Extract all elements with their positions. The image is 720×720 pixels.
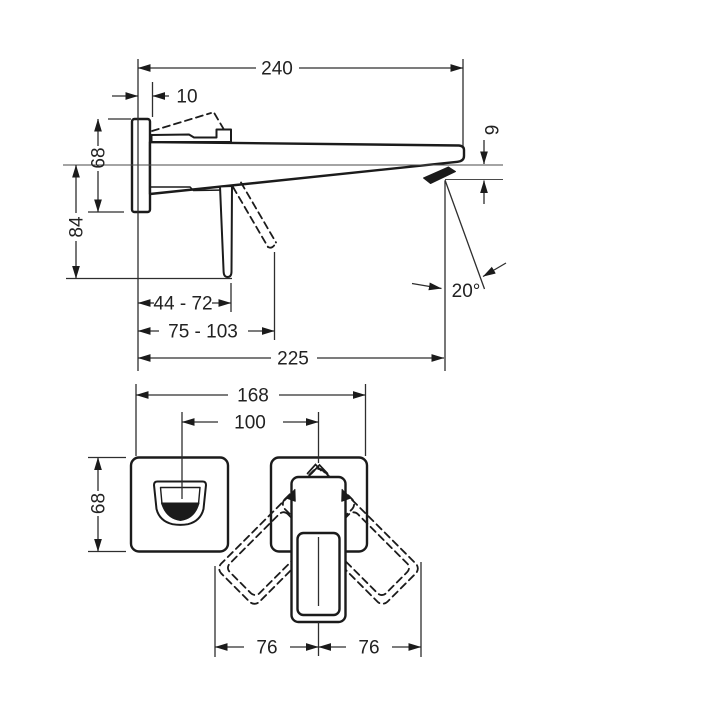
aerator-nozzle <box>423 166 456 184</box>
lever-open-dashed-edge <box>213 112 227 134</box>
dim-240: 240 <box>137 59 464 80</box>
dim-168-label: 168 <box>237 386 269 407</box>
dim-76-right: 76 <box>318 638 422 659</box>
spout-aperture-rim <box>159 486 201 505</box>
dim-68-side-label: 68 <box>89 147 110 168</box>
dim-240-label: 240 <box>261 59 293 80</box>
dim-75-103: 75 - 103 <box>137 322 275 343</box>
spout-body <box>148 140 466 196</box>
dim-10: 10 <box>112 87 198 108</box>
lever-closed <box>150 128 232 143</box>
spout-underside-detail <box>149 186 228 192</box>
dim-76-right-label: 76 <box>358 638 379 659</box>
dim-100-label: 100 <box>234 413 266 434</box>
swing-arrow-left-icon <box>286 488 296 502</box>
side-view: 240 10 68 84 44 - 72 75 - <box>63 59 507 371</box>
dim-75-103-label: 75 - 103 <box>168 322 238 343</box>
dim-68-front-label: 68 <box>89 493 110 514</box>
stem-swung-dashed <box>240 181 277 244</box>
stem-swung-dashed <box>232 186 269 248</box>
dim-168: 168 <box>135 386 366 407</box>
lever-open-dashed <box>151 112 212 132</box>
dim-84: 84 <box>67 164 88 279</box>
dim-44-72: 44 - 72 <box>137 294 232 315</box>
dim-10-label: 10 <box>176 87 197 108</box>
dim-225: 225 <box>137 349 445 370</box>
hansgrohe-logo-icon <box>306 463 329 475</box>
dim-68-front: 68 <box>89 457 110 552</box>
dim-76-left: 76 <box>214 638 319 659</box>
dim-68-side: 68 <box>89 118 110 213</box>
dim-84-label: 84 <box>67 216 88 238</box>
swing-arrow-right-icon <box>341 488 351 502</box>
stem-swung-cap-dashed <box>267 241 277 249</box>
dim-20deg-label: 20° <box>452 281 481 302</box>
handle-stem <box>219 185 233 278</box>
spout-aperture-opening <box>161 502 200 521</box>
dim-20deg: 20° <box>411 262 507 302</box>
front-view: 168 100 68 76 76 <box>88 384 422 659</box>
spray-angle-line <box>444 179 486 290</box>
dim-9: 9 <box>480 125 504 204</box>
dim-44-72-label: 44 - 72 <box>153 294 212 315</box>
dim-225-label: 225 <box>277 349 309 370</box>
dim-76-left-label: 76 <box>256 638 277 659</box>
dim-9-label: 9 <box>483 125 504 136</box>
dim-100: 100 <box>181 413 319 434</box>
